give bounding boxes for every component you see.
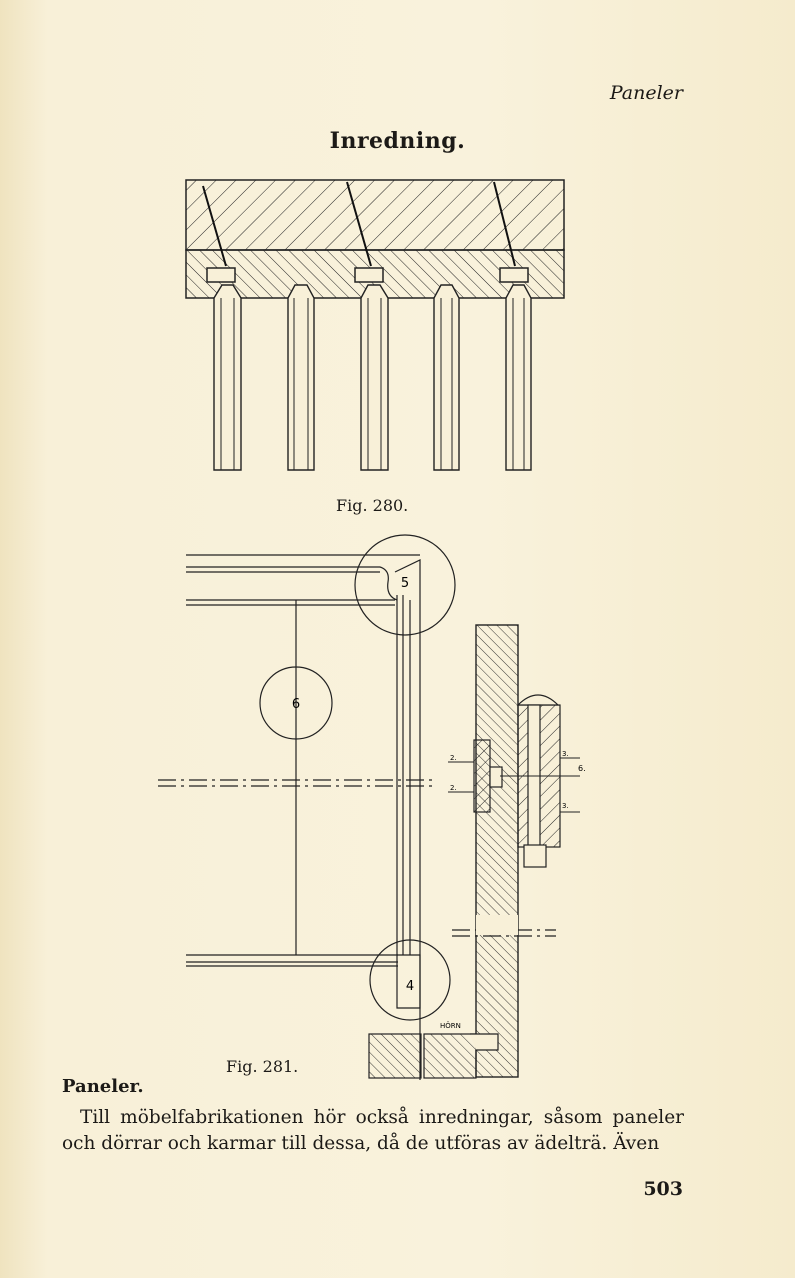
corner-label: HÖRN	[440, 1021, 461, 1030]
mark-label-b: 2.	[450, 784, 457, 792]
mark-label-a: 2.	[450, 754, 457, 762]
mark-label-e: 3.	[562, 802, 569, 810]
chapter-title: Inredning.	[329, 128, 466, 154]
mark-label-c: 3.	[562, 750, 569, 758]
circle-label-middle: 6	[292, 697, 300, 712]
figure-281-caption: Fig. 281.	[226, 1057, 299, 1076]
figure-280-caption: Fig. 280.	[336, 496, 409, 515]
page-number: 503	[643, 1178, 683, 1200]
mark-label-d: 6.	[578, 764, 586, 773]
section-heading: Paneler.	[62, 1076, 144, 1097]
circle-label-top: 5	[401, 576, 409, 591]
circle-label-bottom: 4	[406, 979, 414, 994]
body-paragraph: Till möbelfabrikationen hör också inredn…	[62, 1107, 684, 1154]
running-head: Paneler	[609, 82, 683, 104]
